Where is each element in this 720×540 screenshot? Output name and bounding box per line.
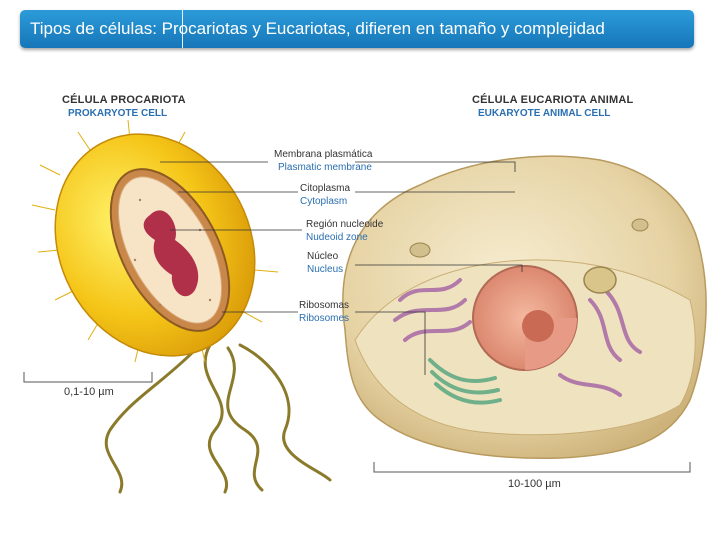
label-ribosomes-en: Ribosomes xyxy=(299,313,350,324)
title-divider xyxy=(182,10,183,48)
prokaryote-scale-bar xyxy=(23,372,153,383)
nucleolus xyxy=(522,310,554,342)
vesicle-2 xyxy=(631,218,649,232)
eukaryote-cell xyxy=(342,155,707,473)
prokaryote-ribosomes xyxy=(133,198,212,307)
slide-title: Tipos de células: Procariotas y Eucariot… xyxy=(30,19,605,39)
mitochondrion xyxy=(583,266,617,294)
vesicle xyxy=(409,242,431,258)
label-membrane-es: Membrana plasmática xyxy=(274,149,373,160)
flagella xyxy=(104,343,332,494)
eukaryote-title-en: EUKARYOTE ANIMAL CELL xyxy=(478,108,611,119)
label-membrane-en: Plasmatic membrane xyxy=(278,162,372,173)
prokaryote-title-es: CÉLULA PROCARIOTA xyxy=(62,94,186,106)
label-cytoplasm-es: Citoplasma xyxy=(300,183,351,194)
label-nucleoid-es: Región nucleoide xyxy=(306,219,384,230)
label-cytoplasm-en: Cytoplasm xyxy=(300,196,348,207)
nucleoid xyxy=(143,210,199,297)
title-left: Tipos de células: xyxy=(30,19,157,38)
prokaryote-scale-label: 0,1-10 µm xyxy=(64,386,114,398)
title-bar: Tipos de células: Procariotas y Eucariot… xyxy=(20,10,694,48)
prokaryote-cell xyxy=(23,119,332,494)
label-nucleus-en: Nucleus xyxy=(307,264,344,275)
title-right: Procariotas y Eucariotas, difieren en ta… xyxy=(161,19,605,38)
leader-lines xyxy=(160,161,523,375)
label-ribosomes-es: Ribosomas xyxy=(299,300,350,311)
eukaryote-scale-label: 10-100 µm xyxy=(508,478,561,490)
eukaryote-title-es: CÉLULA EUCARIOTA ANIMAL xyxy=(472,94,634,106)
prokaryote-title-en: PROKARYOTE CELL xyxy=(68,108,168,119)
eukaryote-scale-bar xyxy=(373,462,691,473)
golgi-apparatus xyxy=(428,358,502,405)
label-nucleoid-en: Nudeoid zone xyxy=(306,232,368,243)
endoplasmic-reticulum xyxy=(393,278,642,397)
label-nucleus-es: Núcleo xyxy=(307,251,339,262)
